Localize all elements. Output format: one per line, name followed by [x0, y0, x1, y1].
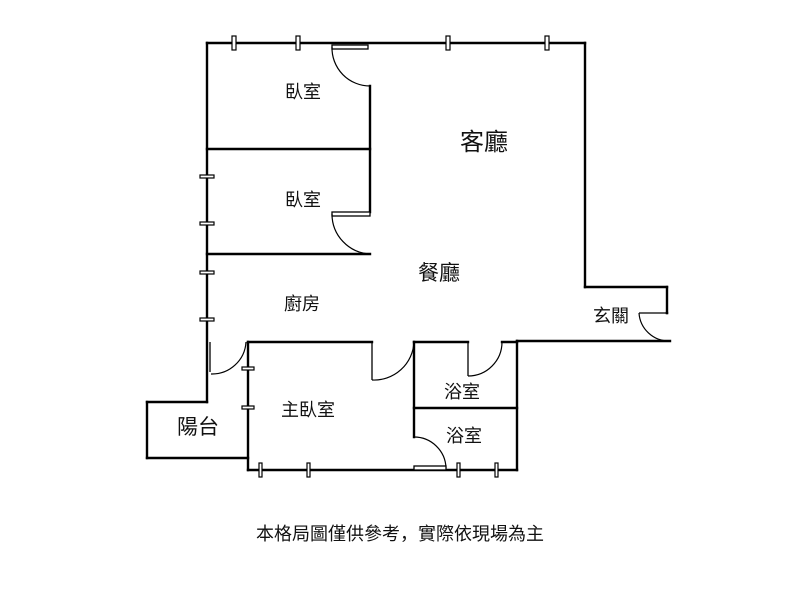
room-label-dining-room: 餐廳 [418, 261, 460, 285]
windows [199, 35, 550, 478]
room-label-living-room: 客廳 [460, 128, 508, 156]
exterior-walls [145, 41, 672, 472]
room-label-master-bedroom: 主臥室 [281, 400, 335, 421]
disclaimer-text: 本格局圖僅供參考，實際依現場為主 [256, 524, 544, 545]
room-label-bedroom-1: 臥室 [285, 82, 321, 103]
room-label-kitchen: 廚房 [284, 293, 320, 315]
room-label-bathroom-2: 浴室 [446, 426, 482, 447]
room-label-bedroom-2: 臥室 [285, 190, 321, 211]
doors [210, 44, 670, 471]
interior-walls [205, 84, 519, 439]
room-label-bathroom-1: 浴室 [444, 382, 480, 403]
room-label-balcony: 陽台 [177, 415, 219, 439]
room-label-entrance: 玄關 [593, 306, 629, 327]
